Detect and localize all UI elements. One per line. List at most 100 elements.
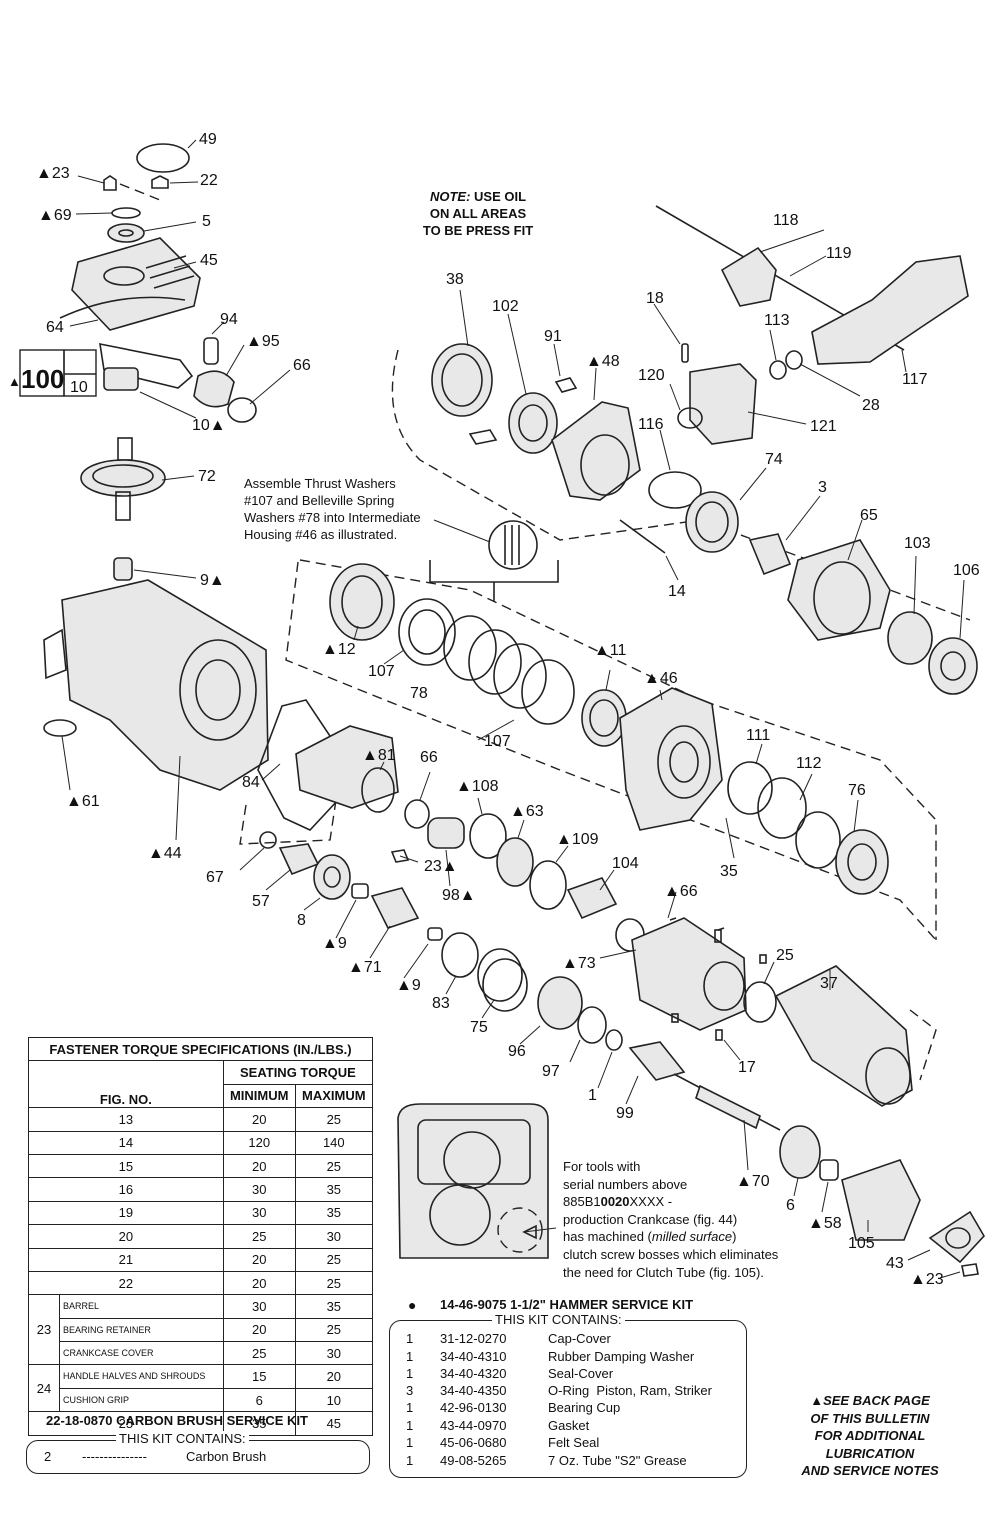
callout-120: 120 xyxy=(638,367,665,384)
kit-qty: 1 xyxy=(406,1366,414,1381)
back-note-line: AND SERVICE NOTES xyxy=(801,1463,939,1478)
kit-desc: Rubber Damping Washer xyxy=(548,1349,695,1364)
callout-121: 121 xyxy=(810,418,837,435)
minimum-header: MINIMUM xyxy=(222,1083,296,1109)
callout-84: 84 xyxy=(242,774,260,791)
callout-57: 57 xyxy=(252,893,270,910)
kit-desc: Seal-Cover xyxy=(548,1366,614,1381)
callout-64: 64 xyxy=(46,319,64,336)
serial-number-note: For tools with serial numbers above 885B… xyxy=(563,1158,823,1281)
back-note-line: ▲SEE BACK PAGE xyxy=(810,1393,930,1408)
svg-text:NOTE: USE OIL: NOTE: USE OIL xyxy=(430,189,526,204)
kit-desc: Carbon Brush xyxy=(186,1449,267,1464)
fastener-name-cell: BARREL xyxy=(59,1294,224,1319)
callout-75: 75 xyxy=(470,1019,488,1036)
back-note-line: LUBRICATION xyxy=(825,1445,915,1461)
callout-28: 28 xyxy=(862,397,880,414)
callout-69: ▲69 xyxy=(38,207,72,224)
oil-note-emphasis: NOTE: xyxy=(430,189,470,204)
fig-cell: 15 xyxy=(28,1153,224,1179)
callout-97: 97 xyxy=(542,1063,560,1080)
brush-kit-contains: THIS KIT CONTAINS: xyxy=(116,1431,249,1446)
kit-part-number: 45-06-0680 xyxy=(440,1435,507,1450)
callout-14: 14 xyxy=(668,583,686,600)
serial-note-line: the need for Clutch Tube (fig. 105). xyxy=(563,1264,764,1280)
callout-22: 22 xyxy=(200,172,218,189)
min-cell: 25 xyxy=(222,1224,296,1249)
serial-suffix: XXXX - xyxy=(629,1194,673,1210)
barrel-assembly xyxy=(391,205,978,695)
callout-5: 5 xyxy=(202,213,211,230)
callout-labels: 49 ▲23 22 ▲69 5 45 64 94 ▲95 66 10▲ 72 9… xyxy=(36,131,980,1288)
max-cell: 35 xyxy=(294,1294,374,1319)
kit-qty: 1 xyxy=(406,1418,414,1433)
callout-98: 98▲ xyxy=(442,887,476,904)
callout-12: ▲12 xyxy=(322,641,356,658)
kit-qty: 1 xyxy=(406,1331,414,1346)
max-cell: 35 xyxy=(294,1177,374,1202)
assembly-note: Assemble Thrust Washers #107 and Bellevi… xyxy=(244,476,421,542)
kit-qty: 2 xyxy=(44,1449,52,1464)
callout-23: 23▲ xyxy=(424,858,458,875)
callout-38: 38 xyxy=(446,271,464,288)
torque-table-title: FASTENER TORQUE SPECIFICATIONS (IN./LBS.… xyxy=(28,1036,373,1062)
seating-torque-header: SEATING TORQUE xyxy=(222,1060,374,1085)
callout-83: 83 xyxy=(432,995,450,1012)
callout-35: 35 xyxy=(720,863,738,880)
oil-note-line1: USE OIL xyxy=(470,189,526,204)
serial-prefix: 885B1 xyxy=(563,1194,601,1210)
callout-99: 99 xyxy=(616,1105,634,1122)
callout-58: ▲58 xyxy=(808,1215,842,1232)
max-cell: 45 xyxy=(294,1411,374,1436)
callout-11: ▲11 xyxy=(594,642,627,659)
assembly-note-line: Housing #46 as illustrated. xyxy=(244,527,397,542)
fastener-name-cell: BEARING RETAINER xyxy=(59,1317,224,1343)
min-cell: 20 xyxy=(222,1247,296,1272)
maximum-header: MAXIMUM xyxy=(294,1083,374,1109)
callout-105: 105 xyxy=(848,1235,875,1252)
thrust-washer-detail xyxy=(429,519,559,602)
callout-118: 118 xyxy=(773,212,799,229)
min-cell: 20 xyxy=(222,1270,296,1296)
gear-housing xyxy=(43,579,269,791)
callout-104: 104 xyxy=(612,855,639,872)
callout-61: ▲61 xyxy=(66,793,100,810)
hammer-kit-contains: THIS KIT CONTAINS: xyxy=(492,1312,625,1327)
min-cell: 6 xyxy=(222,1387,296,1413)
callout-6: 6 xyxy=(786,1197,795,1214)
fig-cell: 20 xyxy=(28,1224,224,1249)
kit-qty: 3 xyxy=(406,1383,414,1398)
callout-91: 91 xyxy=(544,328,562,345)
min-cell: 30 xyxy=(222,1294,296,1319)
callout-70: ▲70 xyxy=(736,1173,770,1190)
callout-106: 106 xyxy=(953,562,980,579)
assembly-note-line: Washers #78 into Intermediate xyxy=(244,510,421,525)
callout-102: 102 xyxy=(492,298,519,315)
max-cell: 30 xyxy=(294,1224,374,1249)
min-cell: 120 xyxy=(222,1130,296,1155)
callout-72: 72 xyxy=(198,468,216,485)
callout-81: ▲81 xyxy=(362,747,396,764)
assembly-note-line: #107 and Belleville Spring xyxy=(244,493,394,508)
brush-kit-title: 22-18-0870 CARBON BRUSH SERVICE KIT xyxy=(46,1413,308,1428)
fastener-name-cell: CUSHION GRIP xyxy=(59,1387,224,1413)
assembly-note-line: Assemble Thrust Washers xyxy=(244,476,396,491)
kit-dashes: --------------- xyxy=(82,1449,147,1464)
kit-desc: Gasket xyxy=(548,1418,590,1433)
callout-8: 8 xyxy=(297,912,306,929)
serial-note-text: ) xyxy=(732,1229,737,1245)
callout-96: 96 xyxy=(508,1043,526,1060)
min-cell: 20 xyxy=(222,1107,296,1132)
max-cell: 10 xyxy=(294,1387,374,1413)
max-cell: 35 xyxy=(294,1200,374,1226)
oil-note-line2: ON ALL AREAS xyxy=(430,206,527,221)
kit-part-number: 31-12-0270 xyxy=(440,1331,507,1346)
callout-10: 10▲ xyxy=(192,417,226,434)
piston-and-gear-group xyxy=(239,699,985,1277)
callout-3: 3 xyxy=(818,479,827,496)
